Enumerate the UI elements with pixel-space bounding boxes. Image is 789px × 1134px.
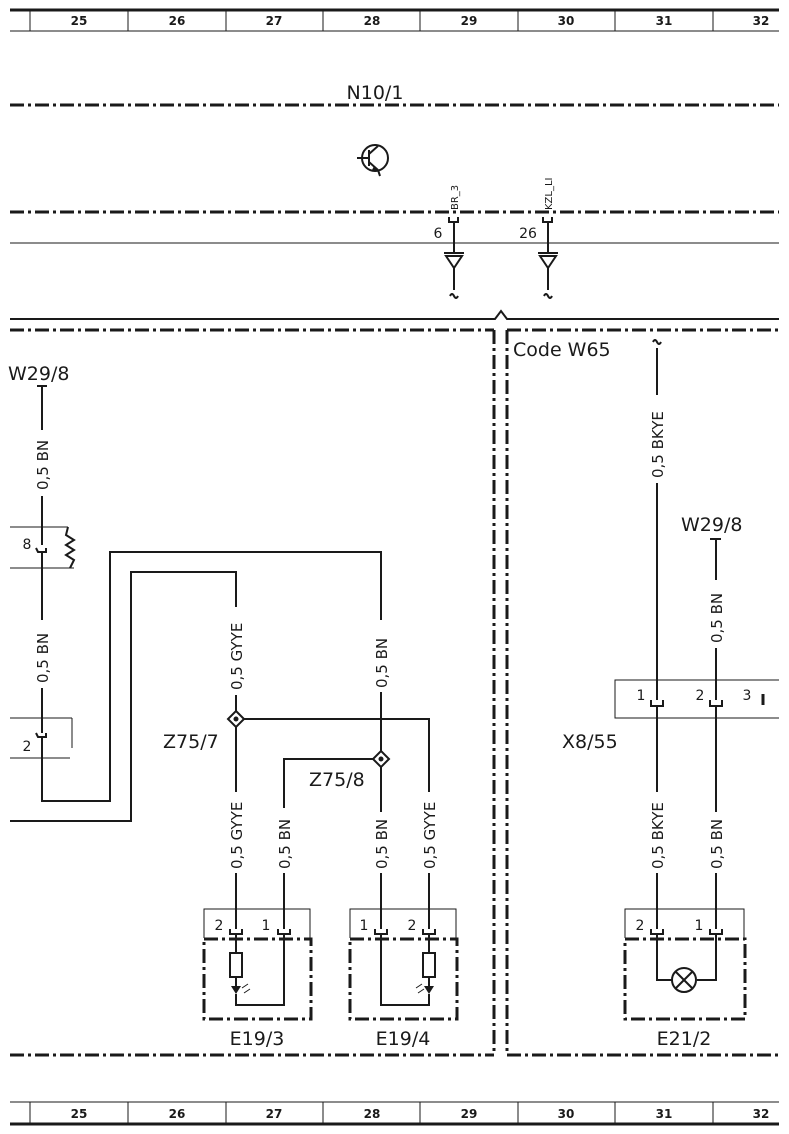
e19-3-component: 2 1 [202,908,313,1021]
n10-1-module: N10/1 BR_3 KZL_LI 6 26 [10,82,779,253]
grid-top-31: 31 [656,14,673,28]
grid-bottom-26: 26 [169,1107,186,1121]
z75-7-splice [226,709,430,792]
led-icon [231,986,241,994]
n10-pin-26-terminal [542,217,553,223]
e19-4-pin2: 2 [408,918,417,934]
wire-label-gyye-e19-3: 0,5 GYYE [228,802,246,869]
resistor-icon [229,952,243,978]
wire-label-bn-upper-mid: 0,5 BN [373,638,391,688]
e21-2-label: E21/2 [657,1028,712,1050]
grid-top-29: 29 [461,14,478,28]
z75-8-label: Z75/8 [309,769,365,791]
e19-4-component: 1 2 [348,908,459,1021]
e19-3-label: E19/3 [230,1028,285,1050]
lamp-icon [671,967,697,993]
e19-3-pin1: 1 [262,918,271,934]
wire-label-bn-e19-4: 0,5 BN [373,819,391,869]
z75-7-label: Z75/7 [163,731,219,753]
grid-bottom-25: 25 [71,1107,88,1121]
grid-top-32: 32 [753,14,770,28]
e21-pin1: 1 [695,918,704,934]
wire-label-bn-e19-3: 0,5 BN [276,819,294,869]
wire-label-gyye-e19-4: 0,5 GYYE [421,802,439,869]
squiggle-break-icon [543,293,553,299]
n10-output-connectors [444,252,558,299]
w29-8-right-label: W29/8 [681,514,742,536]
n10-pin-26-label: 26 [519,226,537,242]
squiggle-break-icon [652,339,662,345]
transistor-icon [357,144,389,177]
conn-left-8-pin: 8 [23,537,32,553]
grid-bottom-28: 28 [364,1107,381,1121]
e19-4-pin1: 1 [360,918,369,934]
signal-br3-label: BR_3 [450,185,461,210]
e19-3-pin2: 2 [215,918,224,934]
conn-left-2-pin: 2 [23,739,32,755]
w29-8-left-label: W29/8 [8,363,69,385]
e21-pin2: 2 [636,918,645,934]
code-w65-label: Code W65 [513,339,611,361]
x8-pin1: 1 [637,688,646,704]
n10-pin-6-terminal [448,217,459,223]
bottom-grid-bar: 25 26 27 28 29 30 31 32 [10,1101,779,1126]
wire-label-left-lower: 0,5 BN [34,633,52,683]
z75-8-splice [283,749,391,812]
wire-label-bkye-lower: 0,5 BKYE [649,802,667,869]
wire-gyye-route [10,571,237,822]
top-grid-bar: 25 26 27 28 29 30 31 32 [10,8,779,32]
wire-label-bn-right-lower: 0,5 BN [708,819,726,869]
e19-4-label: E19/4 [376,1028,431,1050]
grid-bottom-29: 29 [461,1107,478,1121]
n10-pin-6-label: 6 [434,226,443,242]
grid-bottom-31: 31 [656,1107,673,1121]
wire-bn-route [41,551,382,802]
page-break-line [10,309,779,320]
wire-label-bn-right-upper: 0,5 BN [708,593,726,643]
grid-bottom-32: 32 [753,1107,770,1121]
wire-label-left-upper: 0,5 BN [34,440,52,490]
x8-pin2: 2 [696,688,705,704]
grid-top-28: 28 [364,14,381,28]
led-icon [424,986,434,994]
signal-kzl-label: KZL_LI [544,178,555,211]
grid-top-25: 25 [71,14,88,28]
n10-1-label: N10/1 [347,82,404,104]
x8-55-label: X8/55 [562,731,618,753]
grid-bottom-30: 30 [558,1107,575,1121]
squiggle-break-icon [449,293,459,299]
grid-top-27: 27 [266,14,283,28]
x8-55-connector: 1 2 3 [614,679,779,719]
resistor-icon [422,952,436,978]
wire-label-gyye-upper: 0,5 GYYE [228,623,246,690]
grid-top-30: 30 [558,14,575,28]
x8-pin3: 3 [743,688,752,704]
grid-bottom-27: 27 [266,1107,283,1121]
e21-2-component: 2 1 [623,908,747,1021]
grid-top-26: 26 [169,14,186,28]
lower-frames [10,328,779,1057]
wire-label-bkye-upper: 0,5 BKYE [649,411,667,478]
